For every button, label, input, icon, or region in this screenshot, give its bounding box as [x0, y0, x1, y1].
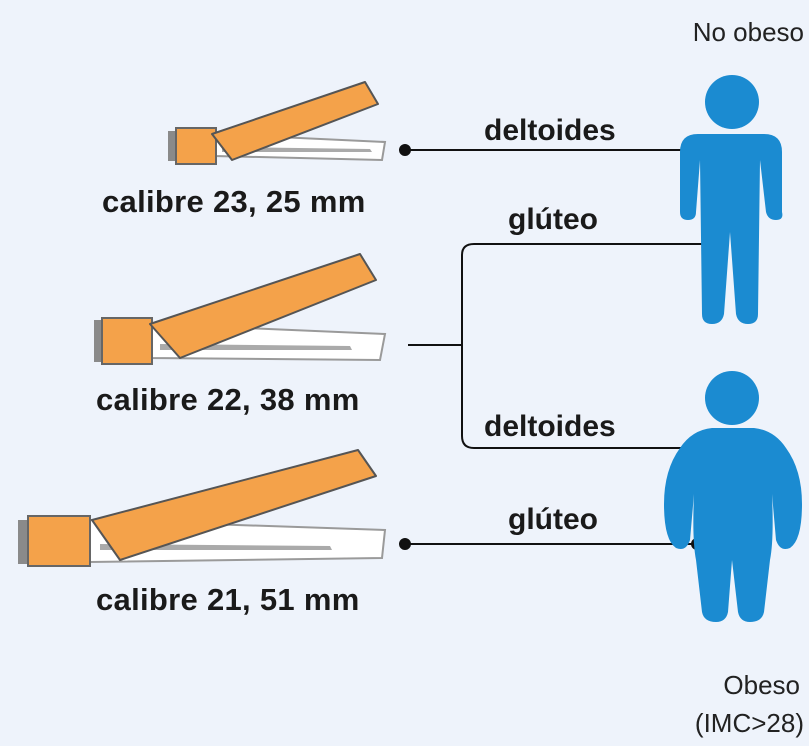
label-site-gluteal-nonobese: glúteo: [508, 203, 598, 236]
person-obese-icon: [664, 371, 802, 622]
label-obese: Obeso: [723, 670, 800, 700]
needle-21g-51mm: [18, 449, 387, 567]
person-not-obese-icon: [680, 75, 783, 324]
label-needle-21g: calibre 21, 51 mm: [96, 582, 360, 617]
label-needle-23g: calibre 23, 25 mm: [102, 184, 366, 219]
label-site-deltoid-nonobese: deltoides: [484, 114, 616, 147]
needle-22g-38mm: [94, 253, 387, 365]
needle-23g-25mm: [168, 81, 387, 165]
label-obese-bmi: (IMC>28): [694, 708, 804, 738]
label-needle-22g: calibre 22, 38 mm: [96, 382, 360, 417]
label-site-deltoid-obese: deltoides: [484, 410, 616, 443]
label-not-obese: No obeso: [692, 17, 804, 47]
label-site-gluteal-obese: glúteo: [508, 503, 598, 536]
